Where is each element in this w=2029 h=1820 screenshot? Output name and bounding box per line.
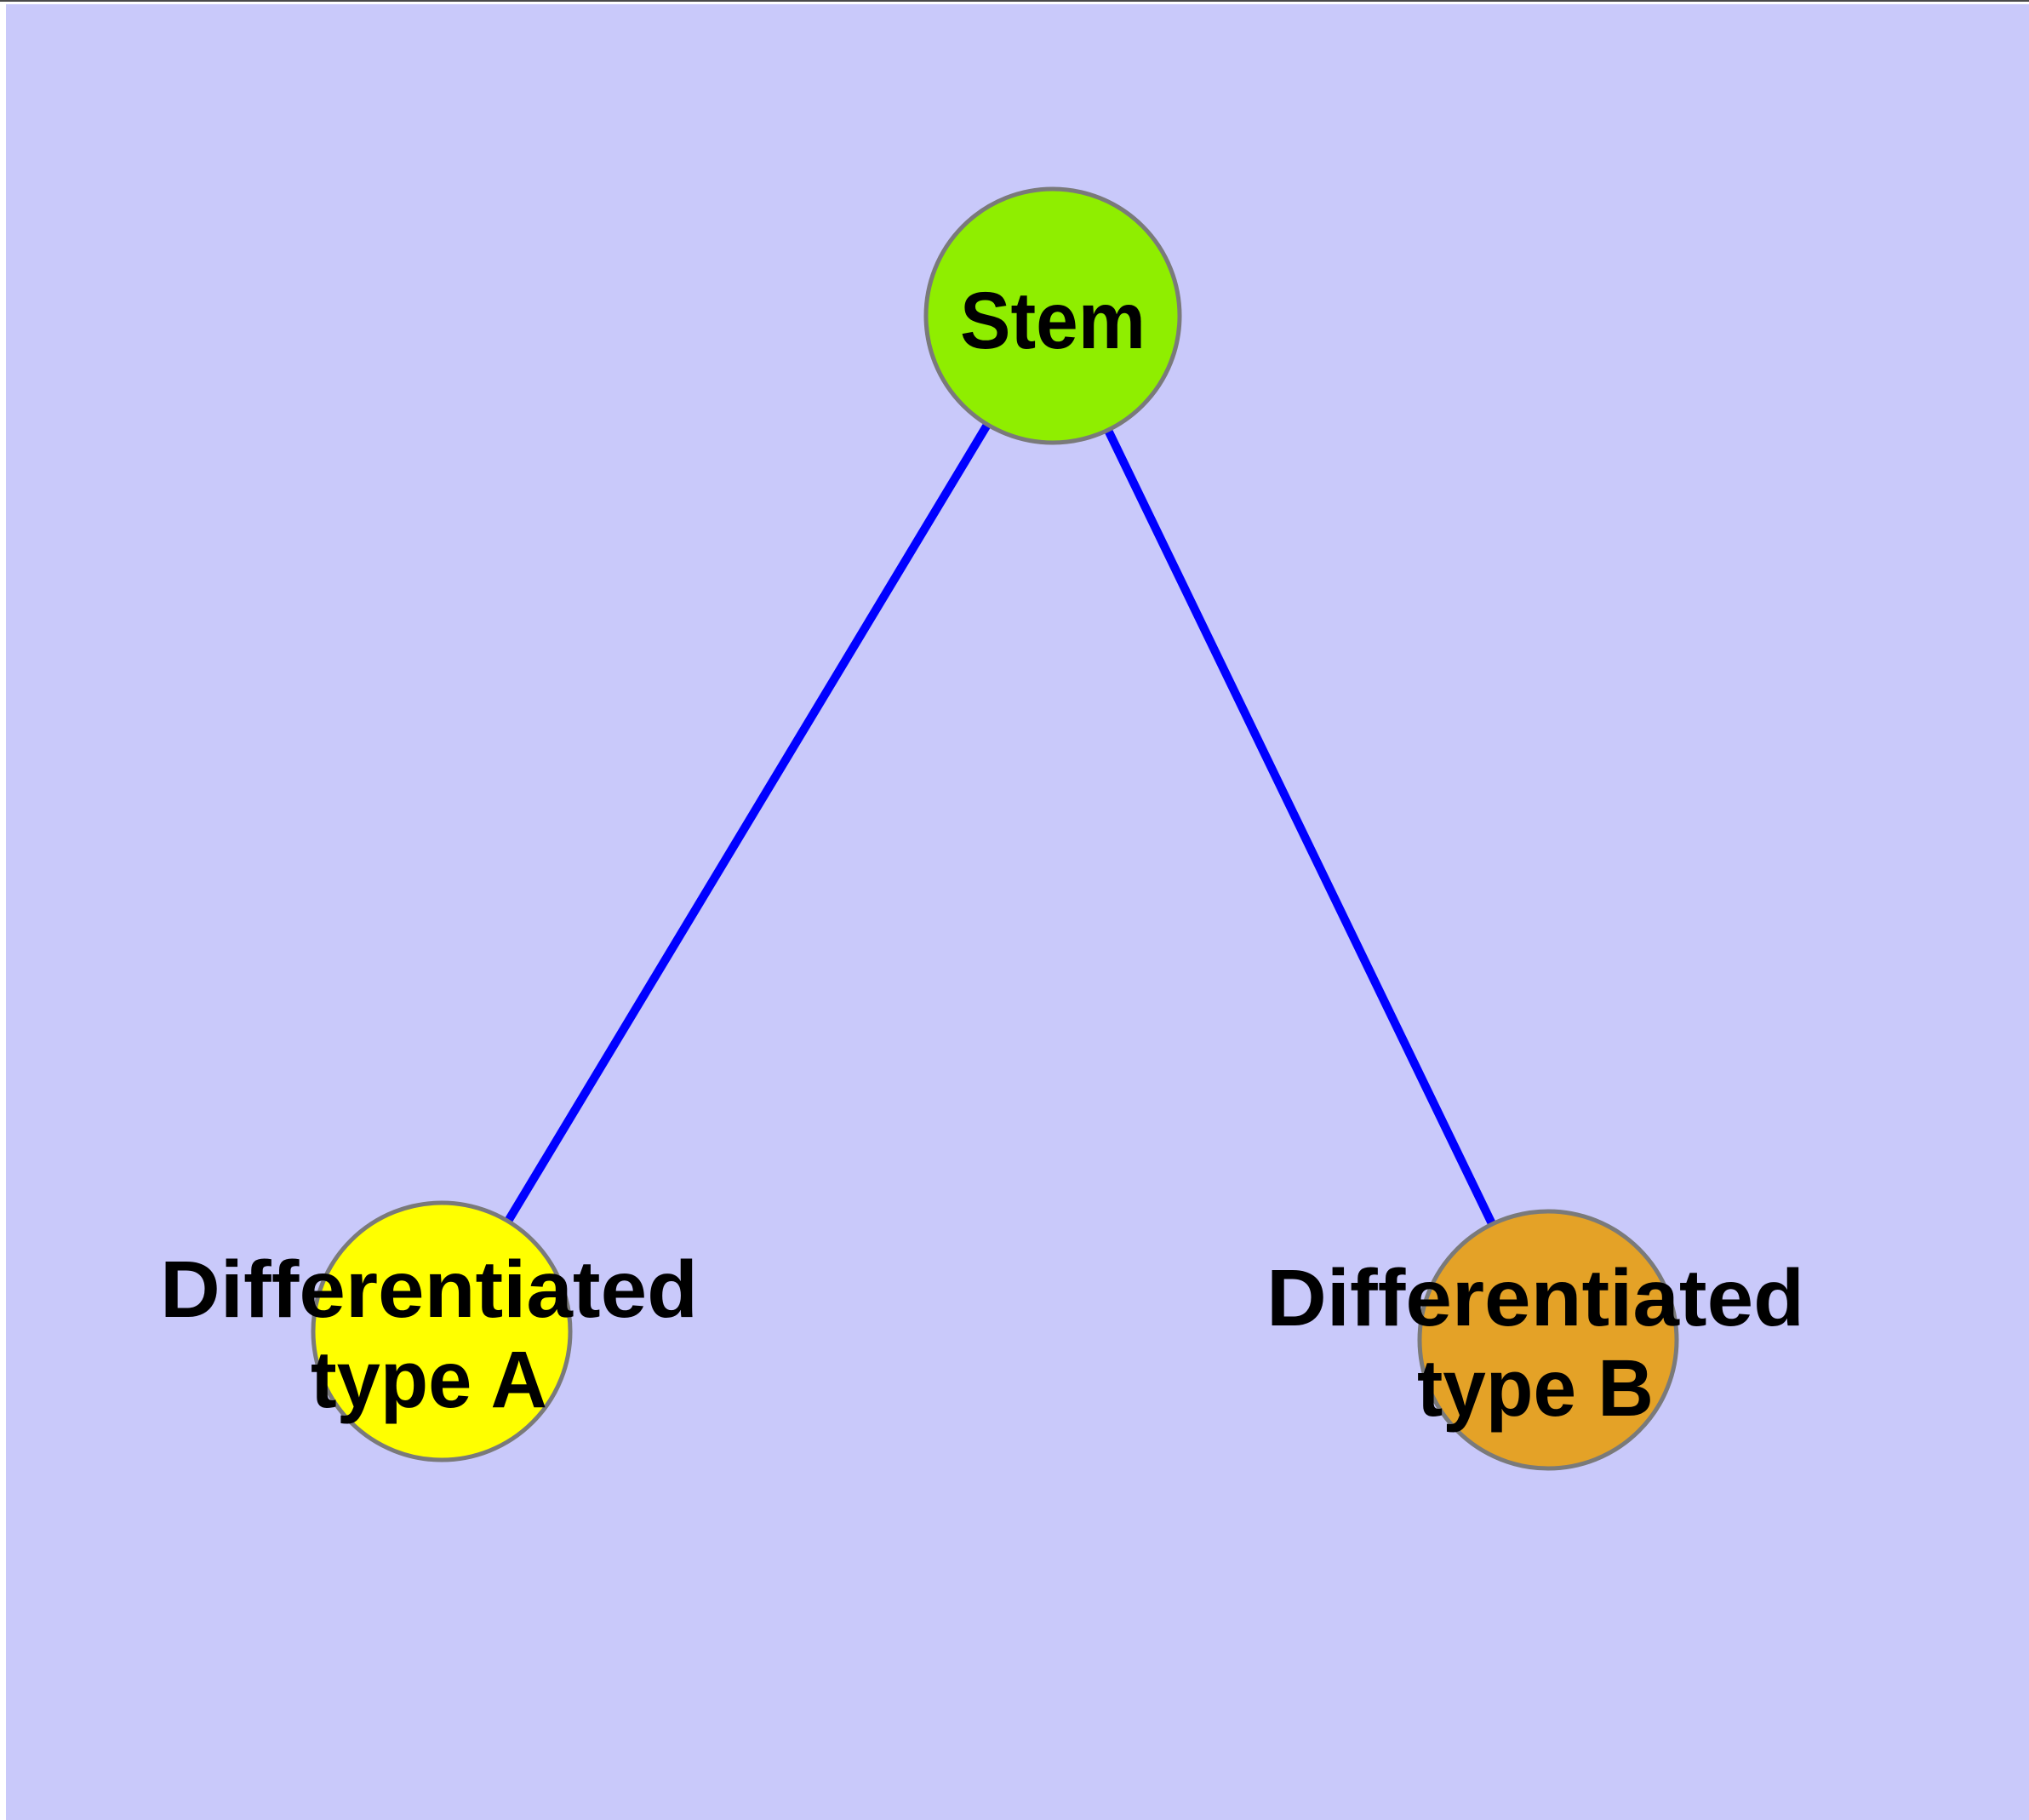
node-type-a-circle[interactable] — [311, 1200, 573, 1462]
node-type-a-label-line1: Differentiated — [160, 1245, 698, 1335]
node-differentiated-type-b[interactable]: Differentiated type B — [1266, 1209, 1804, 1471]
edge-group — [437, 313, 1552, 1342]
window-top-border — [0, 0, 2029, 2]
node-type-b-label-line1: Differentiated — [1266, 1253, 1804, 1343]
node-differentiated-type-a[interactable]: Differentiated type A — [160, 1200, 698, 1462]
node-stem-circle[interactable] — [923, 186, 1182, 445]
node-stem-label: Stem — [960, 276, 1146, 366]
edge-stem-to-type-b — [1049, 313, 1552, 1342]
node-type-a-label-line2: type A — [311, 1335, 547, 1425]
node-stem[interactable]: Stem — [923, 186, 1182, 445]
node-type-b-label-line2: type B — [1417, 1343, 1654, 1434]
edge-stem-to-type-a — [437, 313, 1057, 1334]
node-type-b-circle[interactable] — [1417, 1209, 1679, 1471]
